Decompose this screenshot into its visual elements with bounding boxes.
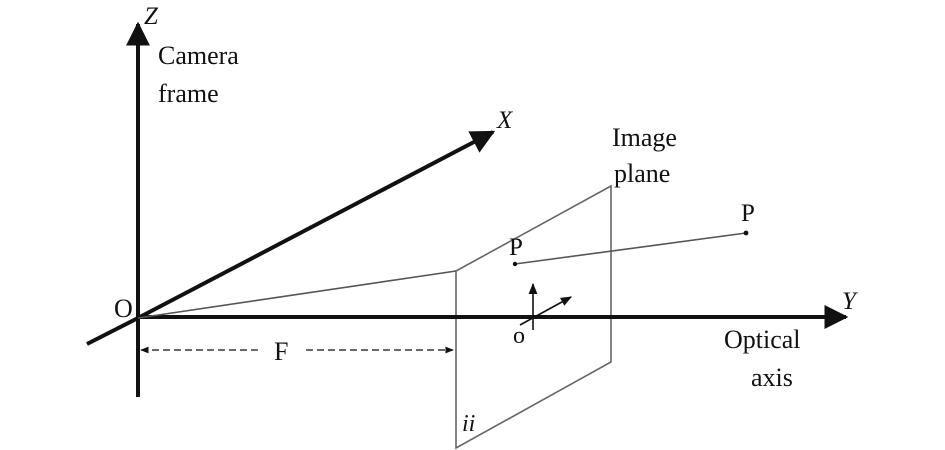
world-point-dot bbox=[743, 230, 749, 236]
image-point-label: P bbox=[509, 234, 523, 261]
x-axis-line bbox=[137, 130, 496, 320]
projection-ray-origin bbox=[137, 270, 457, 319]
image-plane-label-line1: Image bbox=[612, 123, 677, 152]
projection-line-p bbox=[514, 232, 747, 265]
optical-axis-label-line1: Optical bbox=[724, 325, 801, 354]
z-axis-label: Z bbox=[144, 3, 159, 30]
x-axis-back-extension bbox=[86, 316, 139, 346]
optical-axis-label-line2: axis bbox=[751, 363, 793, 392]
focal-length-label: F bbox=[274, 337, 288, 366]
camera-frame-label-line1: Camera bbox=[158, 41, 239, 70]
y-axis-label: Y bbox=[842, 288, 859, 315]
camera-frame-label-line2: frame bbox=[158, 79, 219, 108]
image-plane bbox=[455, 184, 612, 450]
origin-label: O bbox=[114, 294, 133, 323]
world-point-label: P bbox=[741, 200, 755, 227]
image-plane-label-line2: plane bbox=[614, 159, 670, 188]
image-origin-label: o bbox=[513, 323, 525, 349]
x-axis-label: X bbox=[496, 107, 514, 134]
image-point-dot bbox=[512, 261, 518, 267]
image-frame-diagonal-axis bbox=[519, 296, 572, 326]
image-plane-name-label: ii bbox=[462, 411, 475, 437]
